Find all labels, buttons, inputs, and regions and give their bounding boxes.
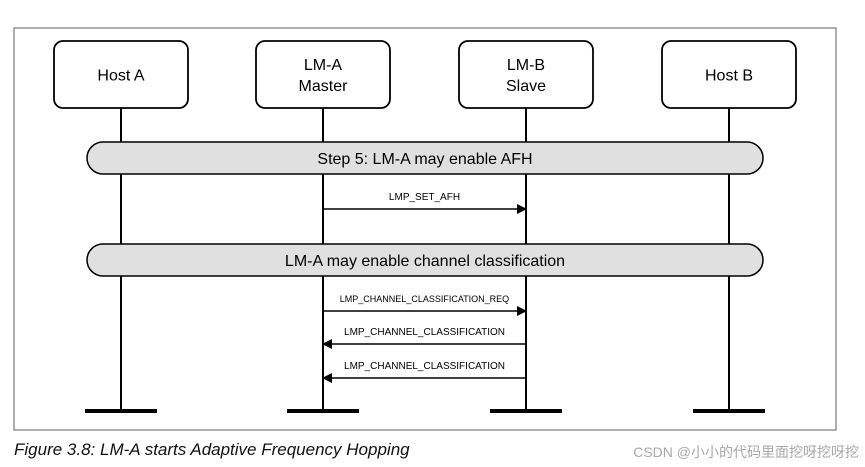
message-arrow: LMP_CHANNEL_CLASSIFICATION: [322, 361, 526, 383]
entity-label: Host A: [97, 68, 144, 85]
message-label: LMP_CHANNEL_CLASSIFICATION: [344, 327, 505, 338]
entity-label: Host B: [705, 68, 753, 85]
message-label: LMP_CHANNEL_CLASSIFICATION_REQ: [340, 294, 509, 304]
entity-lm-b: LM-B Slave: [458, 40, 594, 109]
message-label: LMP_SET_AFH: [389, 192, 460, 203]
entity-box: [661, 40, 797, 109]
entity-label: LM-B: [507, 57, 545, 74]
step-pill: [86, 243, 764, 277]
step-banner: LM-A may enable channel classification: [86, 243, 764, 277]
message-arrow: LMP_CHANNEL_CLASSIFICATION: [322, 327, 526, 349]
message-label: LMP_CHANNEL_CLASSIFICATION: [344, 361, 505, 372]
watermark: CSDN @小小的代码里面挖呀挖呀挖: [633, 444, 859, 460]
step-banner: Step 5: LM-A may enable AFH: [86, 141, 764, 175]
entity-host-b: Host B: [661, 40, 797, 109]
entity-box: [458, 40, 594, 109]
entity-label: LM-A: [304, 57, 343, 74]
step-label: Step 5: LM-A may enable AFH: [317, 151, 532, 168]
message-arrow: LMP_SET_AFH: [323, 192, 527, 214]
entity-box: [255, 40, 391, 109]
figure-caption: Figure 3.8: LM-A starts Adaptive Frequen…: [14, 440, 410, 459]
message-arrow: LMP_CHANNEL_CLASSIFICATION_REQ: [323, 294, 527, 316]
entity-host-a: Host A: [53, 40, 189, 109]
step-label: LM-A may enable channel classification: [285, 253, 565, 270]
entity-box: [53, 40, 189, 109]
entity-lm-a: LM-A Master: [255, 40, 391, 109]
entity-label: Slave: [506, 78, 546, 95]
step-pill: [86, 141, 764, 175]
entity-label: Master: [299, 78, 349, 95]
